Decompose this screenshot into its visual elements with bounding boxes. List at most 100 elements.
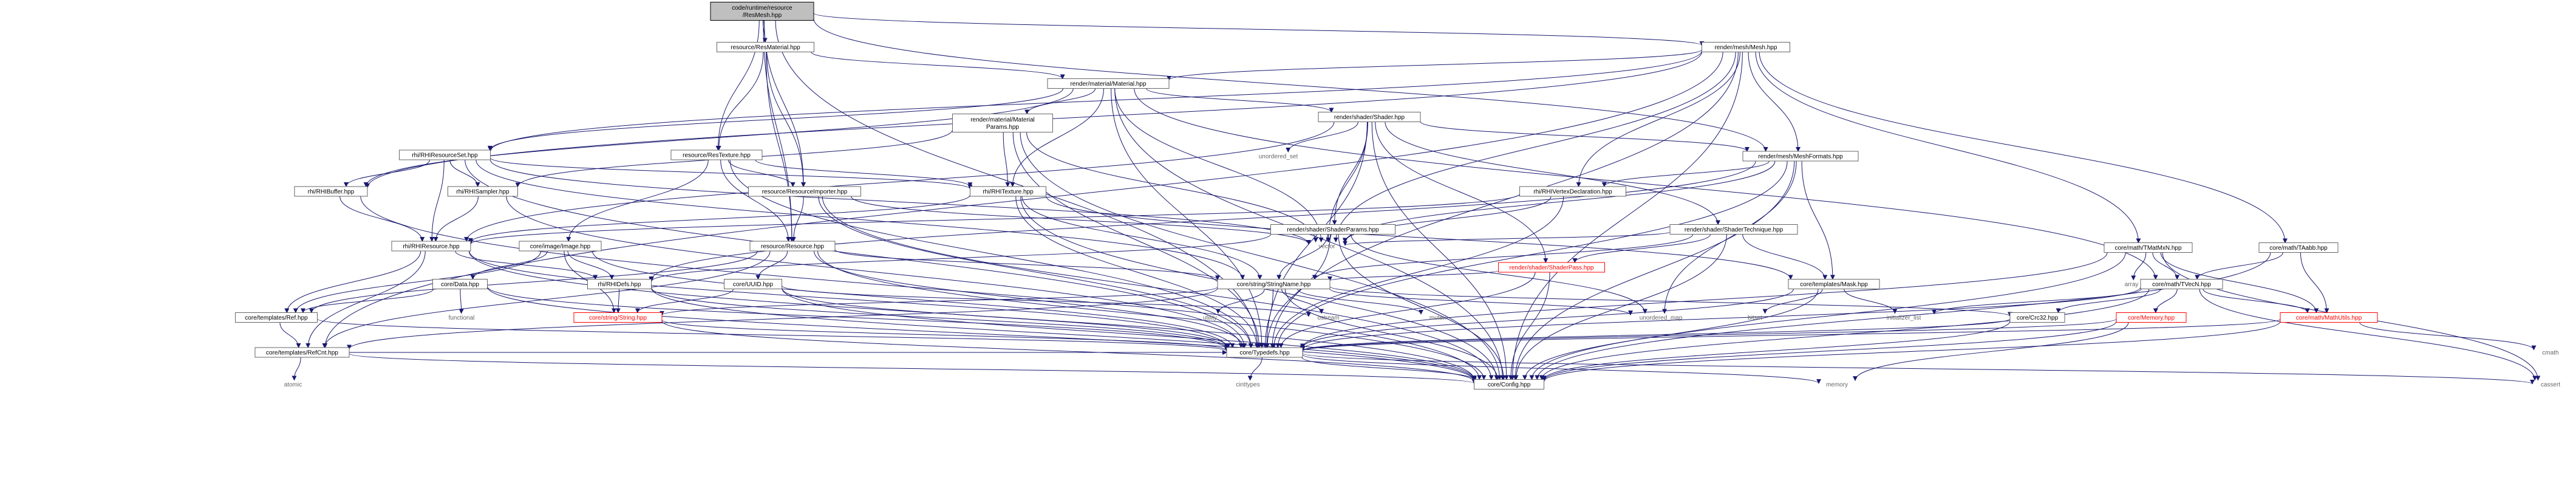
edge-shader-to-rhiresource [464,122,1335,242]
edge-shaderparams-to-unordered_map [1351,234,1647,314]
node-ref[interactable]: core/templates/Ref.hpp [235,312,318,323]
edge-mesh-to-config [1510,52,1743,380]
edge-rhidefs-to-typedefs [651,287,1229,349]
node-box-refcnt [254,347,350,358]
node-box-resource [749,241,836,252]
node-utility: utility [1203,315,1217,321]
node-label-tmatmxn: core/math/TMatMxN.hpp [2114,245,2181,252]
node-mask[interactable]: core/templates/Mask.hpp [1788,279,1880,289]
node-label-data: core/Data.hpp [441,281,479,288]
node-refcnt[interactable]: core/templates/RefCnt.hpp [254,347,350,358]
edge-shaderparams-to-config [1338,234,1506,380]
node-data[interactable]: core/Data.hpp [432,279,488,289]
edge-rhivertexdecl-to-rhiresource [468,193,1520,245]
node-rhitexture[interactable]: rhi/RHITexture.hpp [970,186,1046,197]
edge-rhiresourceset-to-vector [490,159,1311,245]
edge-shader-to-typedefs [1264,122,1368,348]
edge-refcnt-to-config [349,353,1476,384]
edge-uuid-to-string [635,289,734,314]
edge-rhisampler-to-rhiresource [433,196,479,242]
node-meshformats[interactable]: render/mesh/MeshFormats.hpp [1742,151,1859,162]
edge-data-to-ref [301,289,434,314]
edge-restexture-to-resource [720,159,791,242]
node-rhibuffer[interactable]: rhi/RHIBuffer.hpp [294,186,368,197]
node-taabb[interactable]: core/math/TAabb.hpp [2258,242,2339,253]
node-rhisampler[interactable]: rhi/RHISampler.hpp [448,186,518,197]
node-label-rhitexture: rhi/RHITexture.hpp [983,189,1034,196]
node-mesh[interactable]: render/mesh/Mesh.hpp [1702,42,1790,52]
node-box-tmatmxn [2104,242,2193,253]
node-label-matparams: Params.hpp [986,124,1019,131]
node-restexture[interactable]: resource/ResTexture.hpp [670,149,763,160]
node-label-utility: utility [1203,315,1217,321]
node-mathutils[interactable]: core/math/MathUtils.hpp [2280,312,2378,323]
node-label-shaderpass: render/shader/ShaderPass.hpp [1510,265,1594,272]
edge-mesh-to-tmatmxn [1755,52,2141,244]
edge-typedefs-to-memory [1302,354,1821,384]
node-resmaterial[interactable]: resource/ResMaterial.hpp [717,42,814,52]
edge-stringname-to-refcnt [347,287,1218,350]
node-stringname[interactable]: core/string/StringName.hpp [1217,279,1331,289]
node-rhidefs[interactable]: rhi/RHIDefs.hpp [587,279,652,289]
node-box-rhivertexdecl [1519,186,1626,197]
node-box-rhibuffer [294,186,368,197]
edge-shader-to-shaderpass [1375,122,1549,263]
edge-meshformats-to-rhivertexdecl [1601,160,1770,187]
edge-ref-to-refcnt [279,322,301,348]
node-shadertechnique[interactable]: render/shader/ShaderTechnique.hpp [1669,224,1798,235]
node-rhiresource[interactable]: rhi/RHIResource.hpp [391,241,471,252]
node-crc32[interactable]: core/Crc32.hpp [2009,312,2065,323]
node-resource[interactable]: resource/Resource.hpp [749,241,836,252]
edge-resimporter-to-resource [791,196,804,242]
node-image[interactable]: core/image/Image.hpp [519,241,602,252]
node-material[interactable]: render/material/Material.hpp [1047,78,1170,89]
node-label-functional: functional [449,315,475,321]
node-box-matparams [952,114,1053,132]
node-array: array [2125,281,2139,288]
node-tvecn[interactable]: core/math/TVecN.hpp [2140,279,2223,289]
edge-ref-to-typedefs [317,318,1229,352]
node-root[interactable]: code/runtime/resource/ResMesh.hpp [710,2,814,21]
edge-memory_h-to-typedefs [1300,318,2117,352]
node-label-memory: memory [1826,382,1848,388]
node-box-shaderpass [1498,262,1605,273]
edge-shader-to-vector [1326,122,1368,242]
node-uuid[interactable]: core/UUID.hpp [724,279,782,289]
node-label-ostream: ostream [1317,315,1339,321]
node-rhiresourceset[interactable]: rhi/RHIResourceSet.hpp [399,149,491,160]
edge-rhitexture-to-typedefs [1015,196,1259,348]
edge-shadertechnique-to-vector [1343,232,1671,246]
node-shaderparams[interactable]: render/shader/ShaderParams.hpp [1270,224,1395,235]
edge-string-to-typedefs [661,319,1229,351]
node-shader[interactable]: render/shader/Shader.hpp [1318,112,1421,122]
node-resimporter[interactable]: resource/ResourceImporter.hpp [748,186,861,197]
node-box-rhisampler [448,186,518,197]
edge-stringname-to-string [659,286,1218,316]
edge-meshformats-to-unordered_map [1662,160,1797,314]
node-memory_h[interactable]: core/Memory.hpp [2116,312,2187,323]
node-shaderpass[interactable]: render/shader/ShaderPass.hpp [1498,262,1605,273]
node-string[interactable]: core/string/String.hpp [573,312,663,323]
node-label-taabb: core/math/TAabb.hpp [2269,245,2328,252]
node-box-tvecn [2140,279,2223,289]
node-typedefs[interactable]: core/Typedefs.hpp [1226,347,1303,358]
edge-mathutils-to-typedefs [1300,318,2281,352]
node-rhivertexdecl[interactable]: rhi/RHIVertexDeclaration.hpp [1519,186,1626,197]
node-box-mask [1788,279,1880,289]
node-box-ref [235,312,318,323]
node-label-root: /ResMesh.hpp [743,12,782,19]
node-label-stringname: core/string/StringName.hpp [1237,281,1311,288]
node-label-shaderparams: render/shader/ShaderParams.hpp [1287,227,1379,233]
node-label-restexture: resource/ResTexture.hpp [683,153,751,159]
node-label-mesh: render/mesh/Mesh.hpp [1715,44,1777,51]
node-label-mask: core/templates/Mask.hpp [1800,281,1868,288]
node-tmatmxn[interactable]: core/math/TMatMxN.hpp [2104,242,2193,253]
edge-resmaterial-to-material [811,52,1065,80]
node-config[interactable]: core/Config.hpp [1474,379,1544,389]
edge-image-to-rhidefs [567,250,615,280]
node-label-typedefs: core/Typedefs.hpp [1239,350,1290,357]
edge-meshformats-to-rhidefs [649,160,1756,281]
edge-root-to-mesh [813,13,1705,46]
